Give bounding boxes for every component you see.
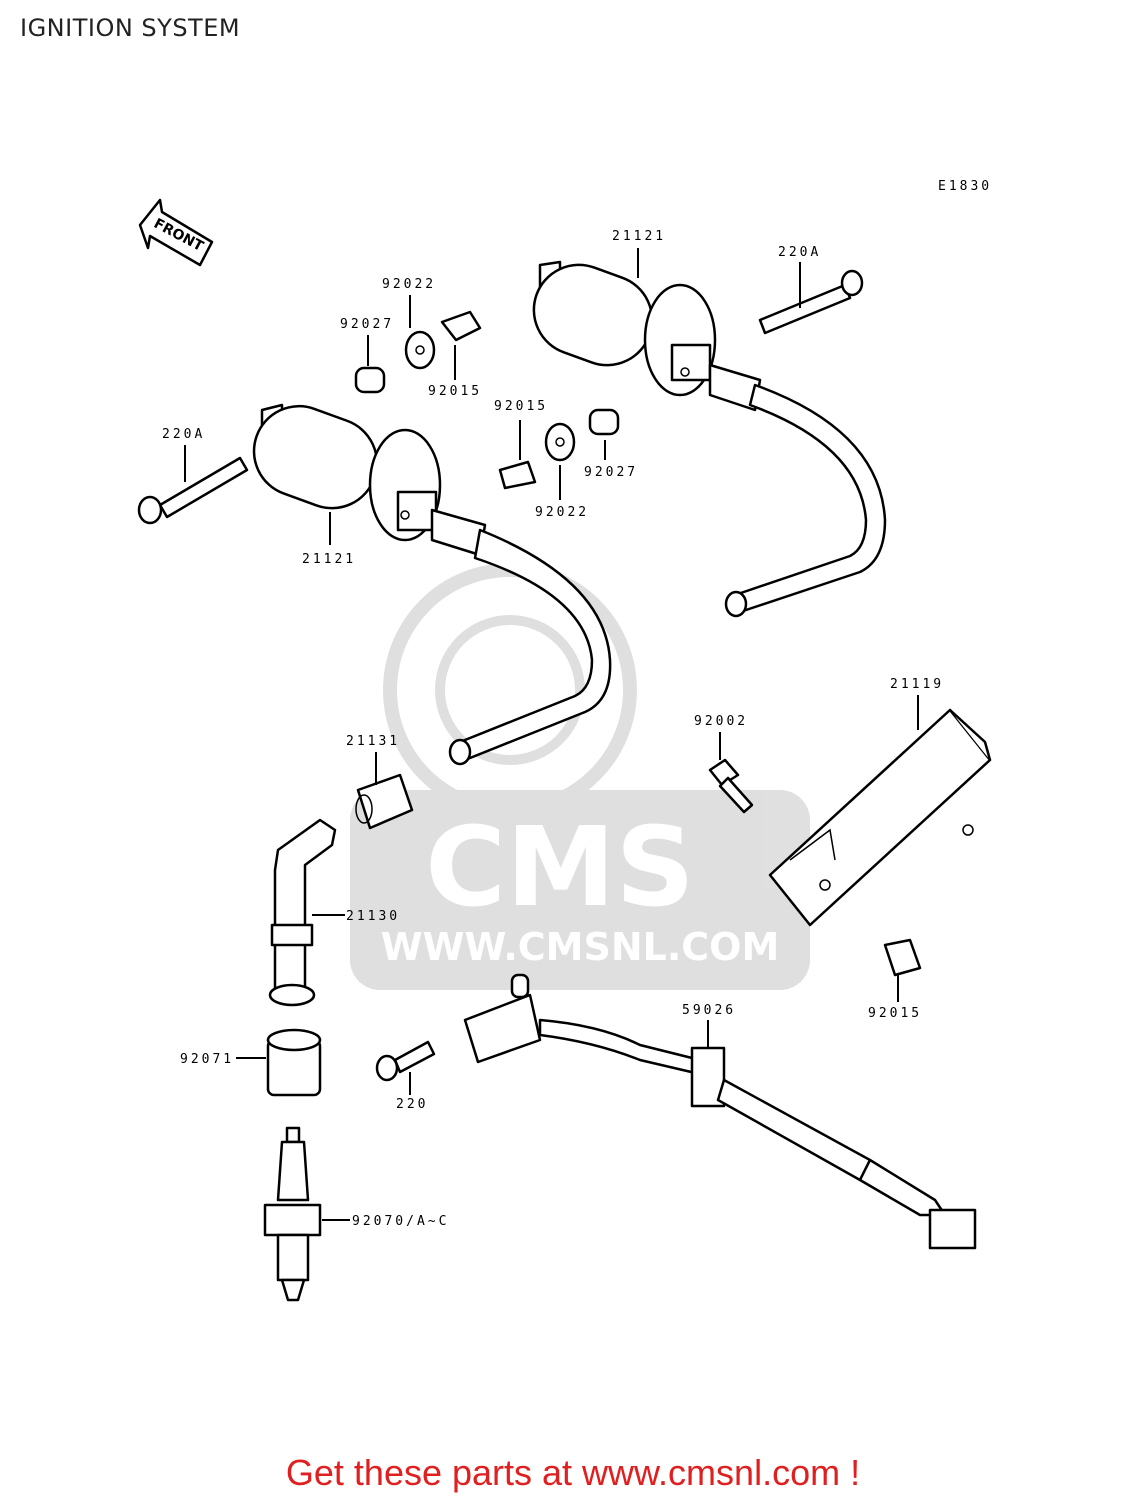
diagram-code: E1830 — [938, 179, 992, 194]
label-collar-lower: 92015 — [868, 1006, 922, 1021]
label-spark-plug: 92070/A~C — [352, 1214, 449, 1229]
spark-plug — [263, 1126, 322, 1302]
watermark-url: WWW.CMSNL.COM — [381, 925, 780, 969]
collar-mid — [498, 460, 537, 490]
igniter-unit — [768, 708, 992, 927]
bolt-top — [758, 269, 864, 335]
label-igniter: 21119 — [890, 677, 944, 692]
label-plug-cap: 21130 — [346, 909, 400, 924]
label-coil-left: 21121 — [302, 552, 356, 567]
label-cap-seal: 21131 — [346, 734, 400, 749]
ignition-coil-top — [532, 260, 887, 618]
label-spacer-upper: 92027 — [340, 317, 394, 332]
label-screw-pickup: 220 — [396, 1097, 428, 1112]
collar-upper — [440, 310, 482, 342]
pickup-coil — [463, 973, 977, 1250]
ignition-coil-left — [252, 403, 612, 766]
plug-boot — [266, 1028, 322, 1097]
washer-mid — [544, 422, 576, 462]
leader-lines — [184, 248, 919, 1221]
washer-upper — [404, 330, 436, 370]
label-collar-upper: 92015 — [428, 384, 482, 399]
label-collar-mid: 92015 — [494, 399, 548, 414]
label-plug-boot: 92071 — [180, 1052, 234, 1067]
label-washer-mid: 92022 — [535, 505, 589, 520]
ignition-diagram: CMS WWW.CMSNL.COM E1830 FRONT — [137, 179, 992, 1302]
label-bolt-left: 220A — [162, 427, 205, 442]
label-bolt-top: 220A — [778, 245, 821, 260]
label-spacer-mid: 92027 — [584, 465, 638, 480]
spacer-upper — [354, 366, 386, 394]
watermark: CMS WWW.CMSNL.COM — [350, 563, 810, 990]
screw-pickup — [375, 1040, 436, 1082]
collar-lower — [883, 938, 922, 977]
spacer-mid — [588, 408, 620, 436]
label-bolt-igniter: 92002 — [694, 714, 748, 729]
footer-cta-link[interactable]: Get these parts at www.cmsnl.com ! — [285, 1452, 861, 1493]
page-title: IGNITION SYSTEM — [20, 14, 241, 42]
bolt-igniter — [708, 758, 754, 814]
label-coil-top: 21121 — [612, 229, 666, 244]
watermark-logo: CMS — [425, 803, 694, 931]
spark-plug-cap — [268, 818, 337, 1007]
label-pickup: 59026 — [682, 1003, 736, 1018]
label-washer-upper: 92022 — [382, 277, 436, 292]
bolt-left — [137, 456, 249, 525]
front-arrow: FRONT — [138, 198, 214, 267]
